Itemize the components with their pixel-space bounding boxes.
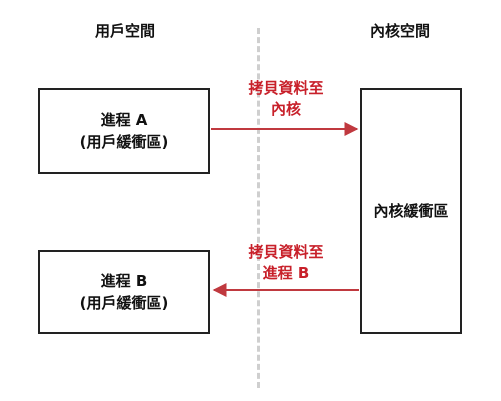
space-divider — [257, 28, 260, 388]
copy-to-kernel-label: 拷貝資料至 內核 — [226, 78, 346, 120]
process-a-buffer-label: (用戶緩衝區) — [79, 133, 169, 151]
process-b-label: 進程 B — [100, 272, 148, 290]
copy-to-kernel-line2: 內核 — [270, 100, 301, 118]
copy-to-kernel-line1: 拷貝資料至 — [248, 79, 324, 97]
kernel-space-heading: 內核空間 — [369, 22, 430, 40]
user-space-heading: 用戶空間 — [94, 22, 155, 40]
copy-to-process-b-label: 拷貝資料至 進程 B — [226, 242, 346, 284]
copy-to-process-b-line2: 進程 B — [262, 264, 310, 282]
process-a-label: 進程 A — [100, 111, 148, 129]
kernel-buffer-label: 內核緩衝區 — [373, 202, 449, 220]
copy-to-process-b-line1: 拷貝資料至 — [248, 243, 324, 261]
process-a-box: 進程 A (用戶緩衝區) — [38, 88, 210, 174]
process-b-box: 進程 B (用戶緩衝區) — [38, 250, 210, 334]
kernel-buffer-box: 內核緩衝區 — [360, 88, 462, 334]
process-b-buffer-label: (用戶緩衝區) — [79, 294, 169, 312]
